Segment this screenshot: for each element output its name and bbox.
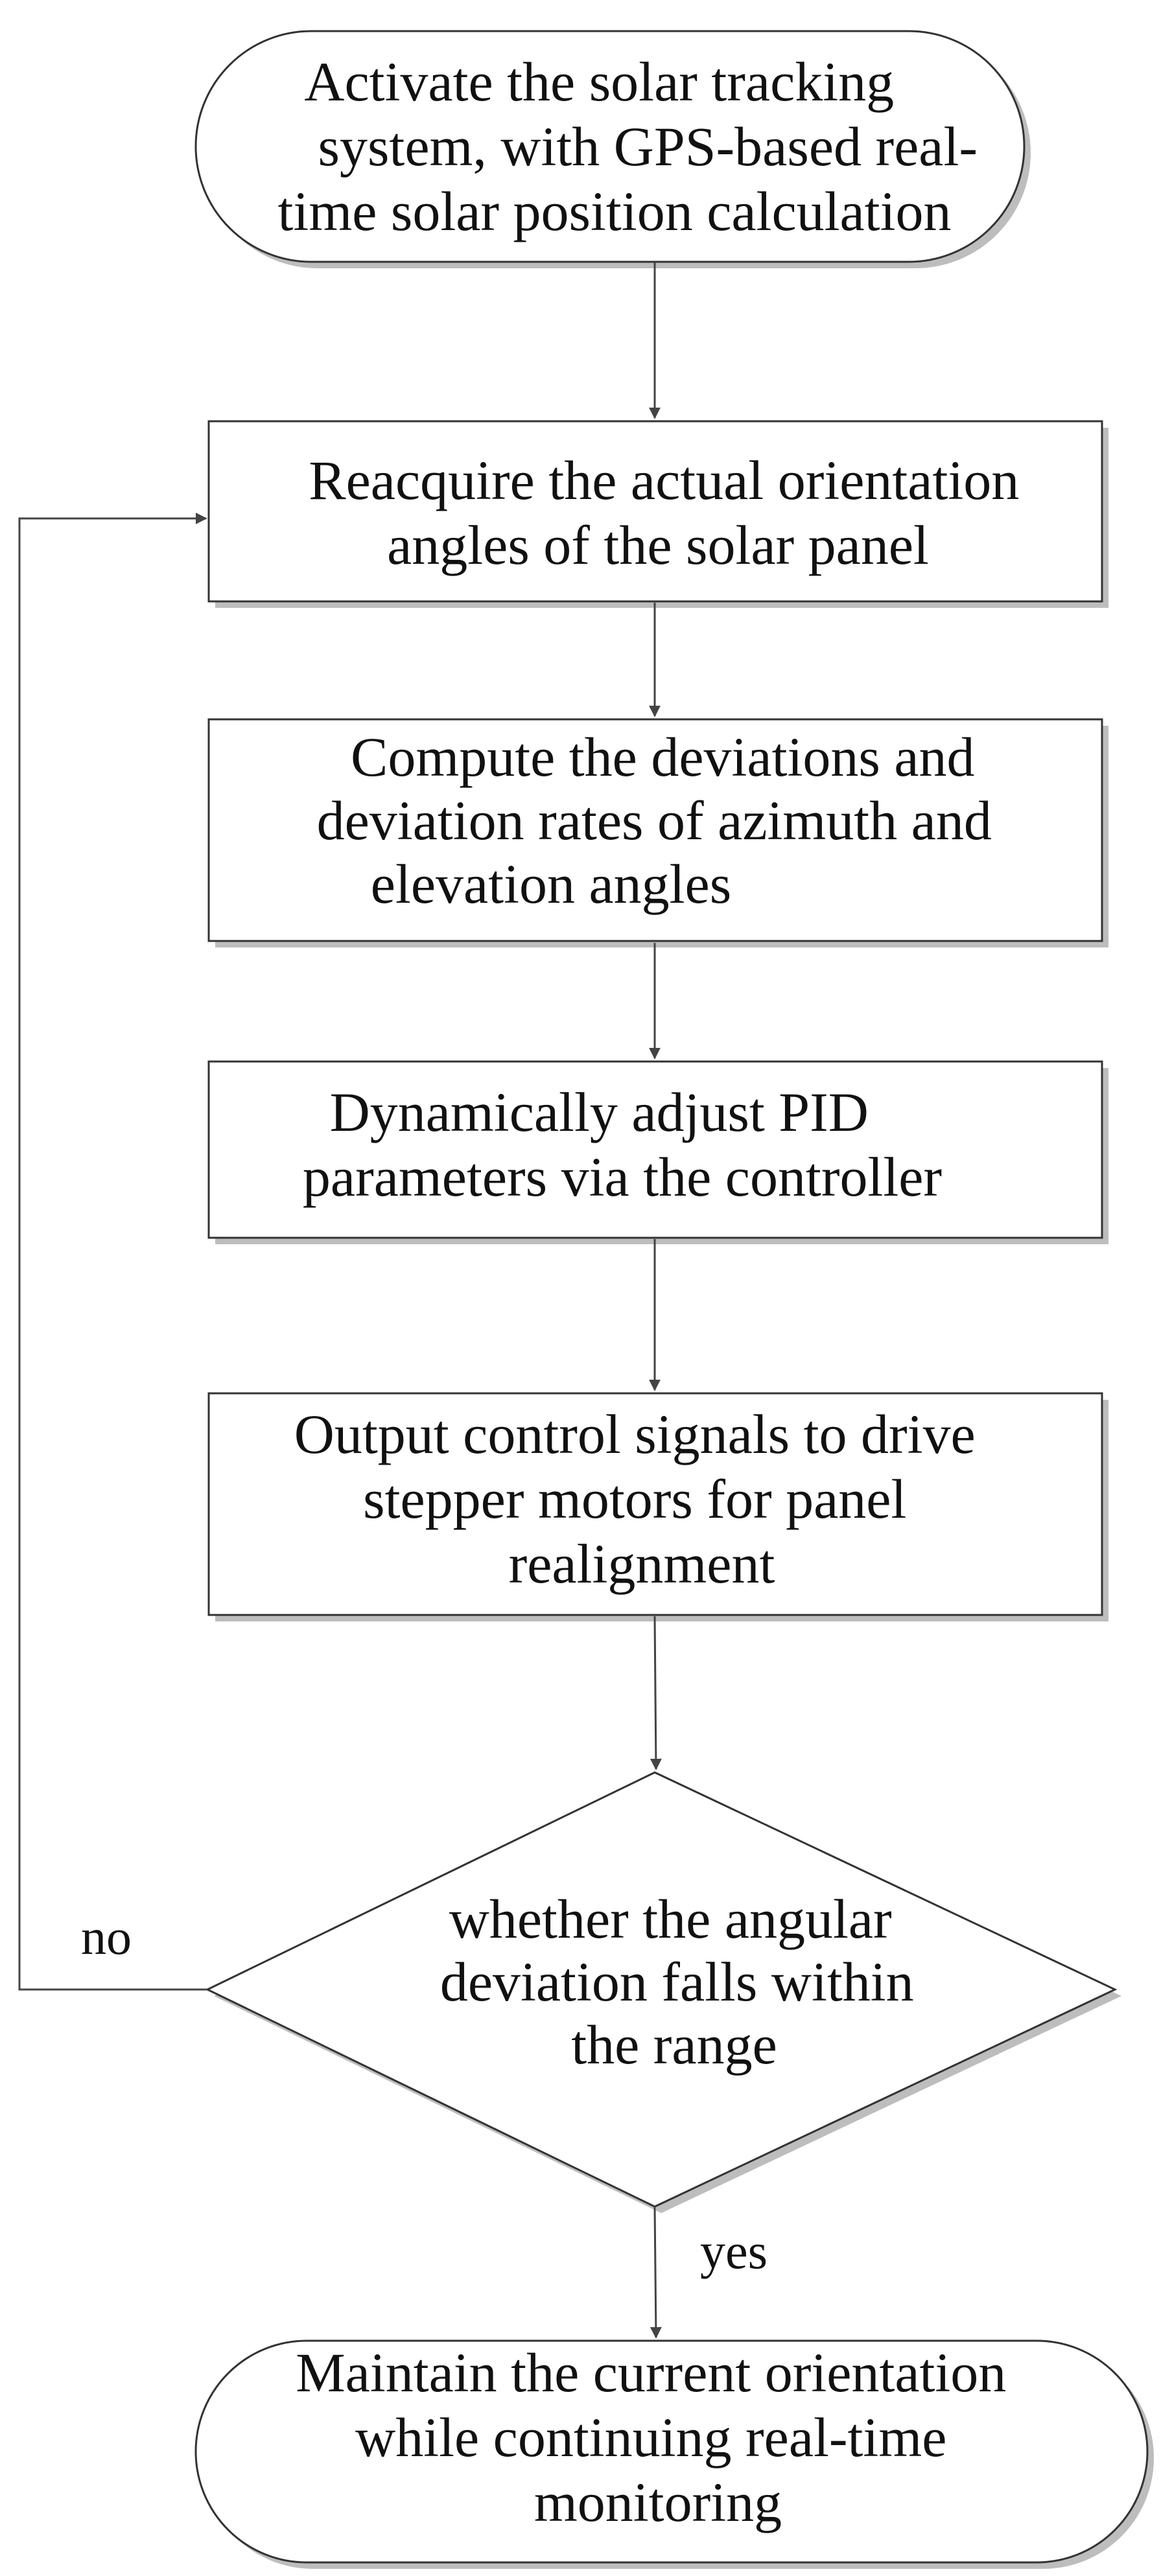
- edge-label-no: no: [81, 1909, 132, 1965]
- start-terminal: Activate the solar tracking system, with…: [194, 30, 1031, 268]
- reacquire-line-2: angles of the solar panel: [387, 514, 929, 576]
- arrow-decision-yes-to-end: [650, 2206, 662, 2339]
- reacquire-process: Reacquire the actual orientation angles …: [207, 420, 1108, 608]
- end-line-3: monitoring: [534, 2471, 782, 2533]
- output-line-1: Output control signals to drive: [294, 1403, 976, 1465]
- connectors: [18, 262, 662, 2339]
- start-line-1: Activate the solar tracking: [304, 51, 894, 113]
- start-line-2: system, with GPS-based real-: [318, 115, 978, 178]
- output-line-2: stepper motors for panel: [363, 1468, 906, 1530]
- compute-line-3: elevation angles: [371, 853, 731, 915]
- output-process: Output control signals to drive stepper …: [207, 1392, 1108, 1621]
- decision-diamond: whether the angular deviation falls with…: [205, 1771, 1121, 2213]
- compute-process: Compute the deviations and deviation rat…: [207, 718, 1108, 947]
- compute-line-2: deviation rates of azimuth and: [317, 789, 992, 852]
- adjust-line-1: Dynamically adjust PID: [330, 1081, 869, 1143]
- start-terminal-text: Activate the solar tracking system, with…: [278, 51, 992, 242]
- decision-diamond-text: whether the angular deviation falls with…: [440, 1888, 928, 2076]
- decision-line-1: whether the angular: [449, 1888, 892, 1950]
- end-terminal-text: Maintain the current orientation while c…: [296, 2341, 1020, 2533]
- end-line-1: Maintain the current orientation: [296, 2341, 1006, 2404]
- reacquire-process-text: Reacquire the actual orientation angles …: [309, 449, 1033, 576]
- adjust-process: Dynamically adjust PID parameters via th…: [207, 1060, 1108, 1244]
- compute-process-text: Compute the deviations and deviation rat…: [317, 726, 1006, 915]
- adjust-line-2: parameters via the controller: [303, 1146, 942, 1208]
- start-line-3: time solar position calculation: [278, 180, 952, 242]
- output-process-text: Output control signals to drive stepper …: [294, 1403, 989, 1595]
- decision-line-3: the range: [571, 2013, 777, 2076]
- adjust-process-text: Dynamically adjust PID parameters via th…: [303, 1081, 942, 1208]
- end-terminal: Maintain the current orientation while c…: [194, 2339, 1154, 2569]
- arrow-output-to-decision: [650, 1616, 662, 1770]
- arrow-decision-no-loop: [18, 513, 207, 1991]
- end-line-2: while continuing real-time: [355, 2406, 946, 2468]
- output-line-3: realignment: [509, 1533, 775, 1595]
- compute-line-1: Compute the deviations and: [351, 726, 975, 788]
- edge-label-yes: yes: [700, 2223, 768, 2279]
- reacquire-line-1: Reacquire the actual orientation: [309, 449, 1019, 511]
- decision-line-2: deviation falls within: [440, 1951, 914, 2013]
